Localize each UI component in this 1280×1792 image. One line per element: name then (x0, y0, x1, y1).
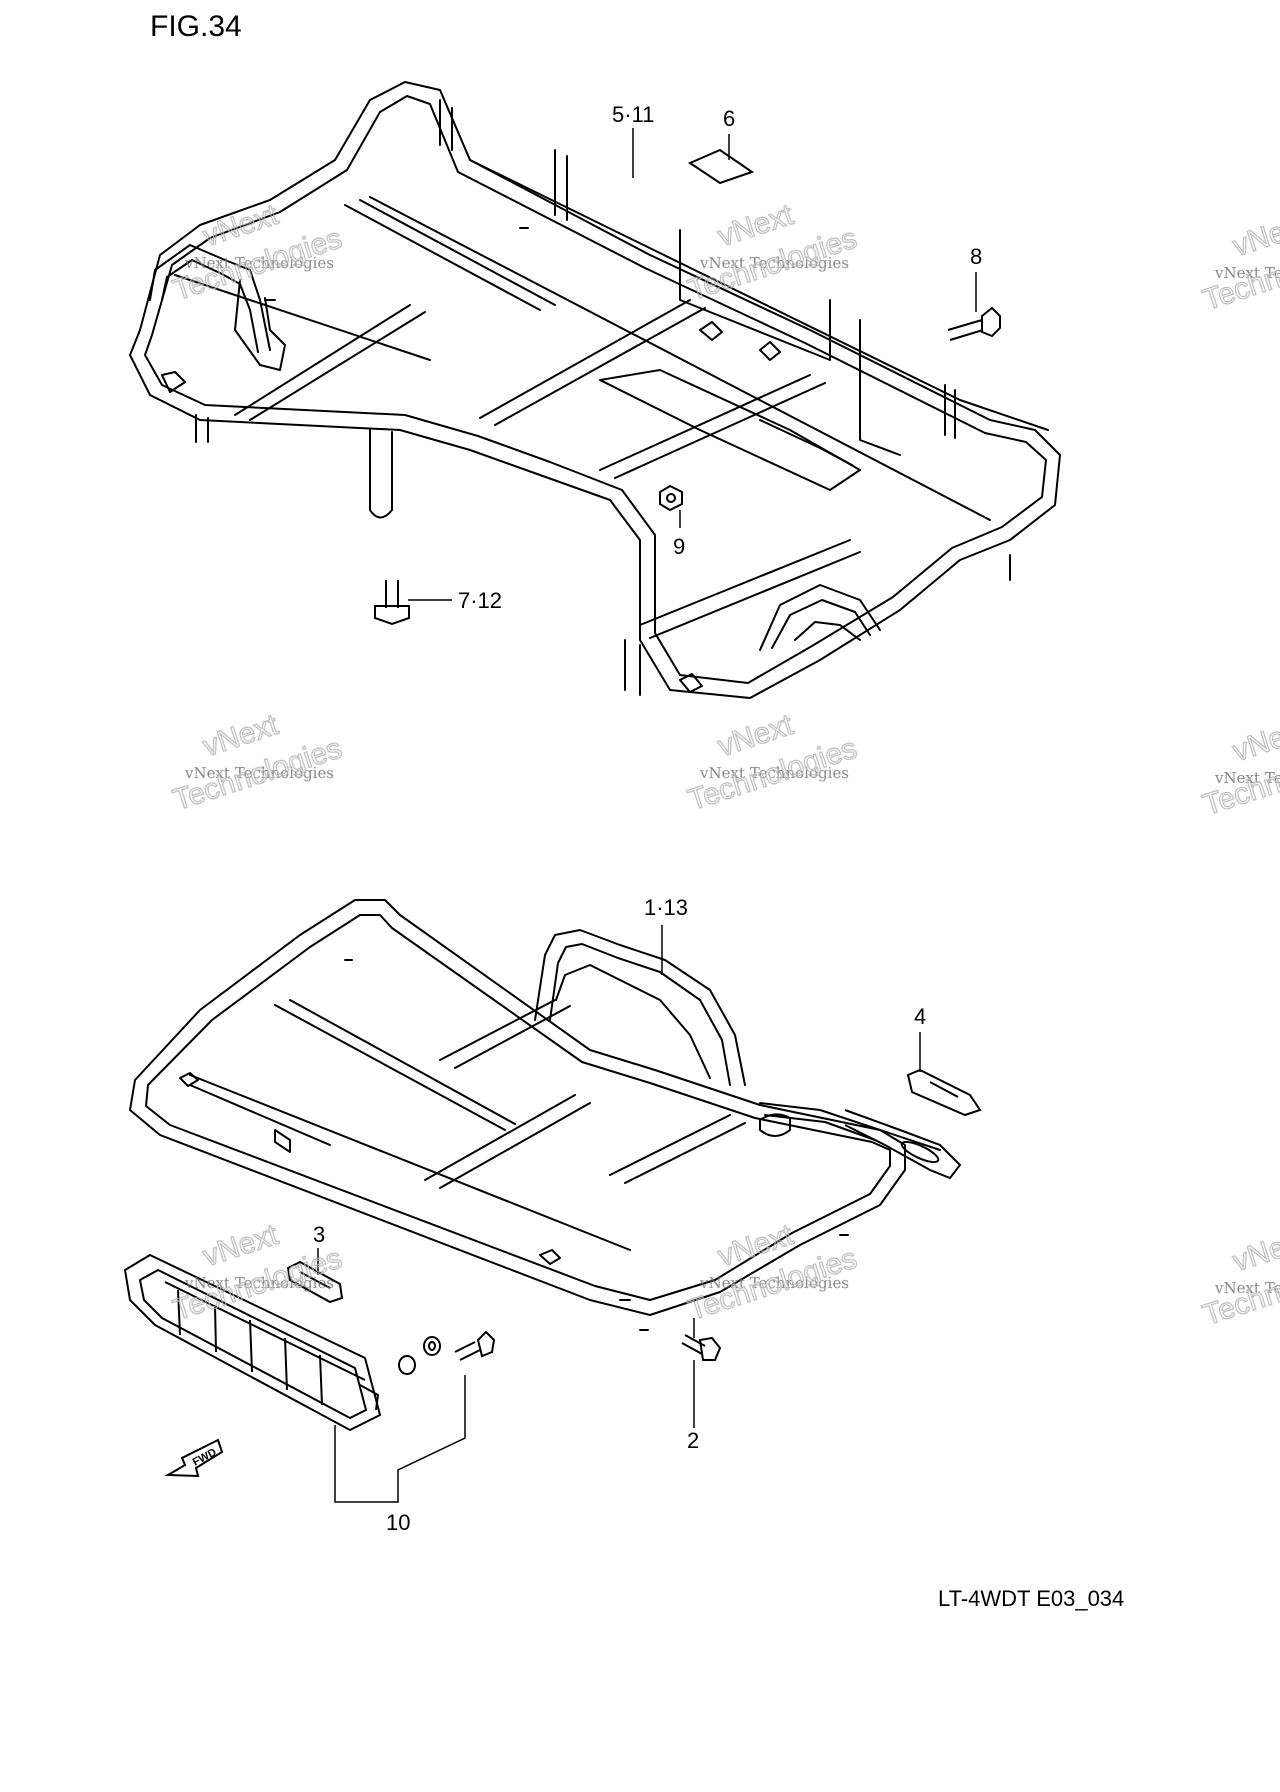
callout-bracket-left: 3 (313, 1222, 325, 1247)
callout-bolt-front: 2 (687, 1428, 699, 1453)
front-carrier-drawing (129, 899, 941, 1331)
callout-labels: 5·11 6 8 9 7·12 1·13 4 3 2 10 (313, 102, 982, 1535)
bolt-part-7-12 (374, 580, 410, 626)
bracket-part-4 (844, 1068, 982, 1180)
watermark-4: vNext vNext Technologies Technologies (168, 707, 346, 817)
front-guard-drawing (124, 1254, 381, 1431)
document-code: LT-4WDT E03_034 (938, 1586, 1125, 1611)
svg-text:vNext Technologies: vNext Technologies (1214, 1279, 1280, 1297)
svg-text:vNext Technologies: vNext Technologies (1214, 769, 1280, 787)
guard-bolt-part (454, 1330, 496, 1361)
callout-sticker: 6 (723, 106, 735, 131)
svg-text:vNext: vNext (1229, 1223, 1280, 1278)
svg-text:vNext Technologies: vNext Technologies (699, 254, 849, 272)
washer-parts (398, 1336, 441, 1375)
callout-nut: 9 (673, 534, 685, 559)
fwd-arrow-label: FWD (191, 1446, 219, 1468)
svg-text:vNext Technologies: vNext Technologies (699, 1274, 849, 1292)
watermark-1: vNext vNext Technologies Technologies (168, 197, 346, 307)
leader-lines-upper (408, 128, 977, 601)
rear-carrier-drawing (129, 81, 1061, 699)
callout-rear-carrier: 5·11 (612, 102, 654, 127)
bolt-part-2 (681, 1334, 722, 1361)
watermark-5: vNext vNext Technologies Technologies (683, 707, 861, 817)
svg-text:vNext Technologies: vNext Technologies (184, 764, 334, 782)
fwd-arrow: FWD (164, 1438, 224, 1478)
svg-text:vNext: vNext (1229, 208, 1280, 263)
watermark-2: vNext vNext Technologies Technologies (683, 197, 861, 307)
callout-bolt-rear: 8 (970, 244, 982, 269)
callout-guard-set: 10 (386, 1510, 410, 1535)
callout-bolt-mount: 7·12 (458, 588, 502, 613)
bracket-part-3 (286, 1260, 344, 1304)
watermarks: vNext vNext Technologies Technologies vN… (168, 197, 1280, 1332)
sticker-part (687, 148, 755, 185)
watermark-6: vNext vNext Technologies Technologies (1198, 712, 1280, 822)
svg-text:vNext: vNext (1229, 713, 1280, 768)
nut-part-9 (659, 484, 683, 512)
svg-text:vNext Technologies: vNext Technologies (1214, 264, 1280, 282)
svg-text:vNext Technologies: vNext Technologies (699, 764, 849, 782)
watermark-8: vNext vNext Technologies Technologies (683, 1217, 861, 1327)
svg-text:vNext Technologies: vNext Technologies (184, 254, 334, 272)
svg-text:vNext Technologies: vNext Technologies (184, 1274, 334, 1292)
figure-title: FIG.34 (150, 10, 242, 43)
watermark-9: vNext vNext Technologies Technologies (1198, 1222, 1280, 1332)
leader-lines-lower (317, 925, 921, 1503)
callout-front-carrier: 1·13 (644, 895, 688, 920)
callout-bracket-right: 4 (914, 1004, 926, 1029)
bolt-part-8 (947, 306, 1001, 341)
watermark-3: vNext vNext Technologies Technologies (1198, 207, 1280, 317)
